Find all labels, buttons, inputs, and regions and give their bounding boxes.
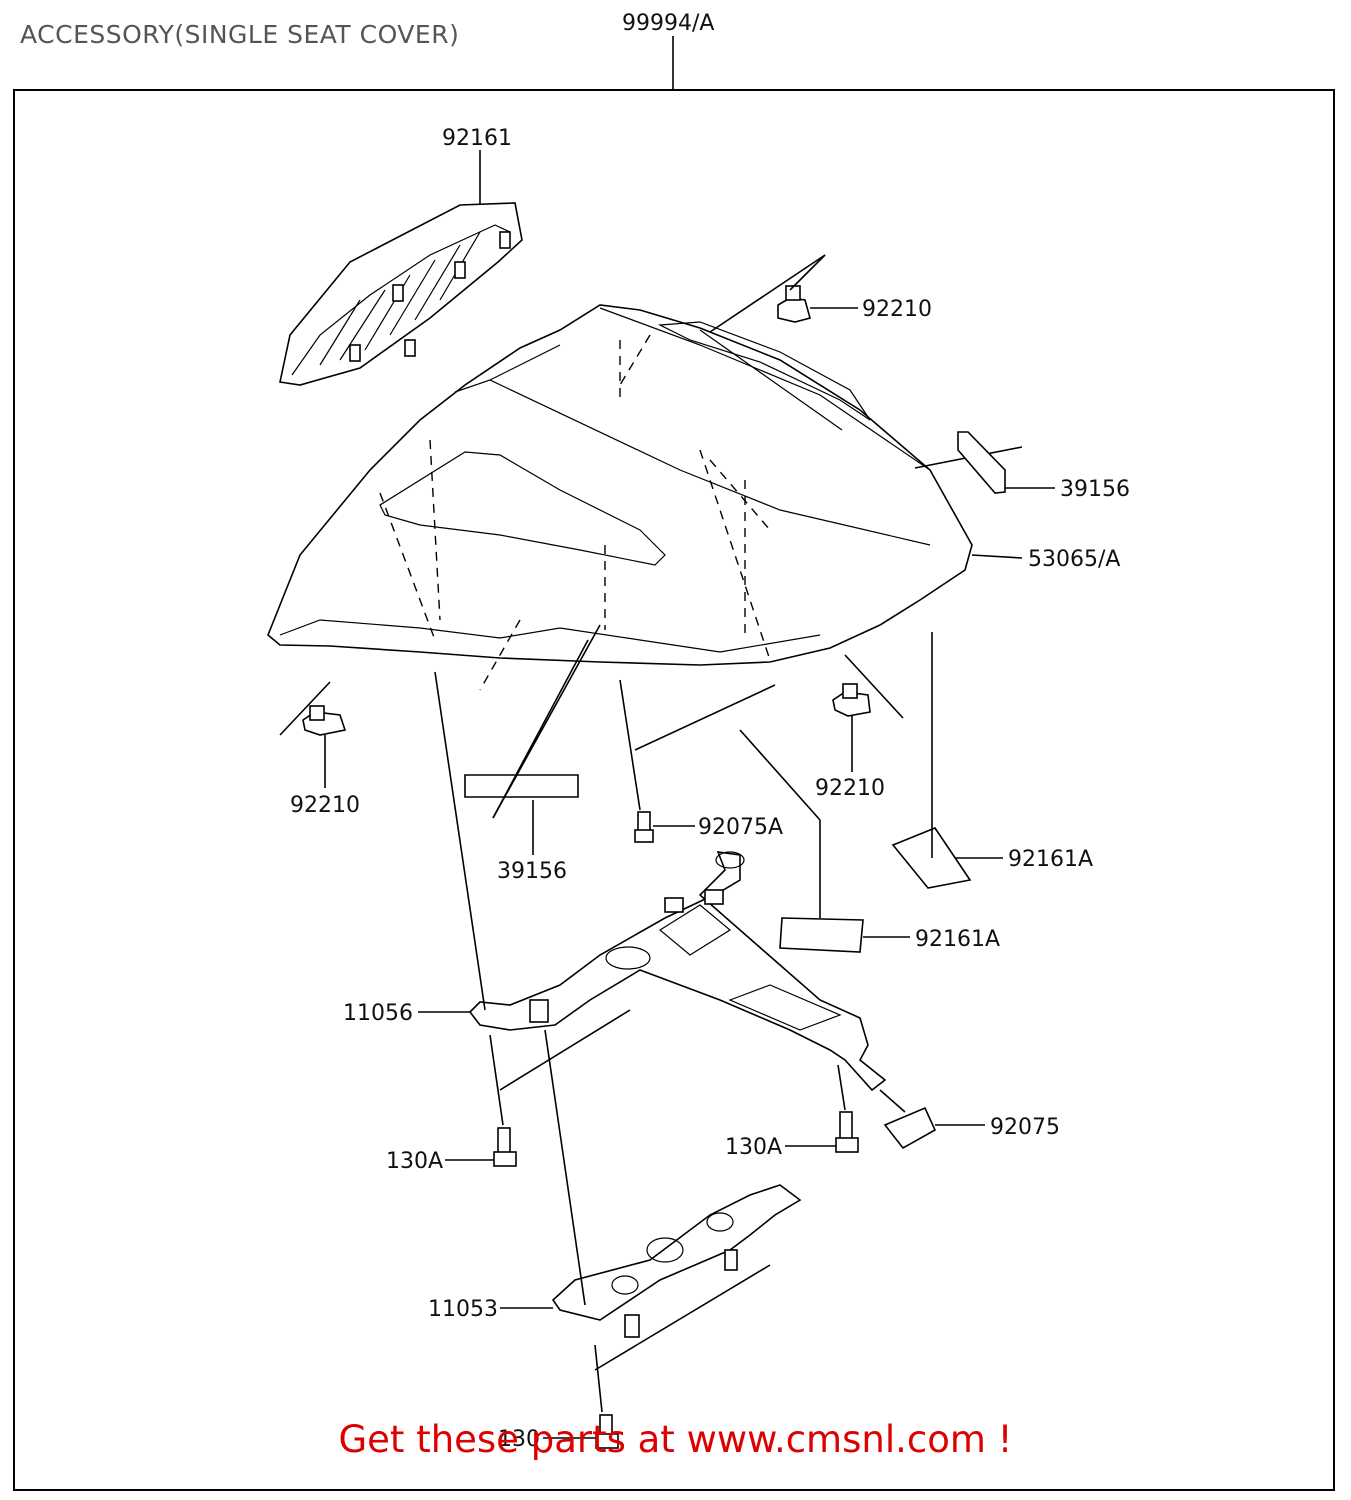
- tab-leader-a: [879, 1089, 906, 1113]
- diagram-title: ACCESSORY(SINGLE SEAT COVER): [20, 20, 460, 49]
- label-assembly[interactable]: 99994/A: [622, 11, 714, 36]
- seat-cover-part[interactable]: [267, 304, 973, 666]
- bolt-bottom-leader-a: [594, 1344, 603, 1413]
- bolt-left-part[interactable]: [493, 1127, 517, 1167]
- tab-part[interactable]: [883, 1106, 937, 1150]
- seat-leader-a: [709, 254, 826, 333]
- diagram-frame: [13, 89, 1335, 1491]
- label-bolt-center[interactable]: 92075A: [698, 815, 783, 840]
- seat-leader-b: [789, 254, 826, 291]
- pad-right-part[interactable]: [957, 431, 1006, 494]
- label-tab[interactable]: 92075: [990, 1115, 1060, 1140]
- sheet-center-part[interactable]: [779, 917, 864, 953]
- bolt-left-leader-b: [499, 1009, 631, 1091]
- bolt-center-leader-b: [634, 684, 776, 751]
- label-bolt-bottom[interactable]: 130: [498, 1427, 540, 1452]
- bolt-right-part[interactable]: [835, 1111, 859, 1153]
- label-pad-center[interactable]: 39156: [497, 859, 567, 884]
- label-bolt-left[interactable]: 130A: [386, 1149, 443, 1174]
- pad-center-leader-b: [492, 639, 589, 819]
- lower-plate-leader-b: [594, 1264, 771, 1371]
- bolt-center-leader-a: [619, 679, 641, 811]
- label-bolt-right[interactable]: 130A: [725, 1135, 782, 1160]
- label-grommet-left[interactable]: 92210: [290, 793, 360, 818]
- label-grommet-top[interactable]: 92210: [862, 297, 932, 322]
- grommet-left-part[interactable]: [302, 705, 347, 736]
- label-base-plate[interactable]: 92161: [442, 126, 512, 151]
- grommet-top-part[interactable]: [777, 285, 811, 323]
- label-sheet-right[interactable]: 92161A: [1008, 847, 1093, 872]
- grommet-right-part[interactable]: [832, 683, 871, 717]
- hidden-lines: [379, 334, 771, 691]
- label-bracket[interactable]: 11056: [343, 1001, 413, 1026]
- bracket-leader-a: [434, 671, 486, 1011]
- base-plate-part[interactable]: [279, 202, 523, 386]
- label-lower-plate[interactable]: 11053: [428, 1297, 498, 1322]
- bracket-part[interactable]: [468, 851, 887, 1092]
- bolt-center-part[interactable]: [634, 811, 654, 843]
- bolt-left-leader-a: [489, 1034, 504, 1126]
- label-seat-cover[interactable]: 53065/A: [1028, 547, 1120, 572]
- bolt-right-leader-a: [837, 1064, 846, 1111]
- pad-center-part[interactable]: [464, 774, 579, 798]
- grommet-right-leader-a: [844, 654, 904, 719]
- seat-cover-leader: [971, 554, 1023, 559]
- label-grommet-right[interactable]: 92210: [815, 776, 885, 801]
- lower-plate-leader-a: [544, 1029, 586, 1306]
- label-pad-right[interactable]: 39156: [1060, 477, 1130, 502]
- footer-link-text[interactable]: Get these parts at www.cmsnl.com !: [338, 1418, 1013, 1461]
- label-sheet-center[interactable]: 92161A: [915, 927, 1000, 952]
- bolt-bottom-part[interactable]: [595, 1414, 619, 1449]
- lower-plate-part[interactable]: [551, 1184, 802, 1338]
- grommet-left-leader-a: [279, 681, 331, 736]
- sheet-center-leader-a: [739, 729, 821, 821]
